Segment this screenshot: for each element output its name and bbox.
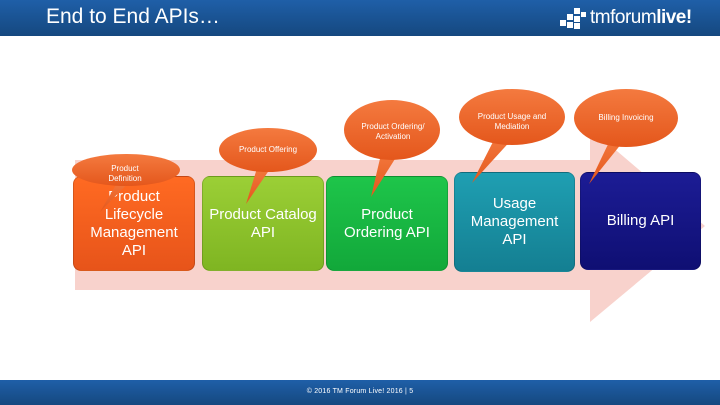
- api-box-usage-management: Usage Management API: [454, 172, 575, 272]
- footer-text: © 2016 TM Forum Live! 2016 | 5: [306, 388, 414, 395]
- api-box-billing: Billing API: [580, 172, 701, 270]
- callout-product-ordering-activation: [344, 100, 440, 197]
- tmforum-logo: tmforumlive!: [558, 6, 708, 30]
- tmforum-logo-text: tmforumlive!: [590, 7, 692, 28]
- slide-title: End to End APIs…: [46, 5, 220, 28]
- api-label: Usage Management API: [470, 195, 559, 248]
- api-label: Product Ordering API: [344, 205, 430, 241]
- tmforum-logo-mark-icon: [558, 6, 588, 30]
- api-box-product-lifecycle: Product Lifecycle Management API: [73, 176, 195, 271]
- callout-billing-invoicing: [574, 89, 678, 184]
- api-box-product-ordering: Product Ordering API: [326, 176, 448, 271]
- api-box-product-catalog: Product Catalog API: [202, 176, 324, 271]
- footer-bar: © 2016 TM Forum Live! 2016 | 5: [0, 380, 720, 405]
- callout-label: Product Usage and Mediation: [477, 112, 547, 131]
- api-label: Product Lifecycle Management API: [90, 187, 178, 259]
- callout-product-usage-mediation: [459, 89, 565, 183]
- api-label: Product Catalog API: [209, 205, 317, 241]
- callout-label: Product Offering: [238, 145, 298, 154]
- callout-product-offering: [219, 128, 317, 204]
- header-bar: End to End APIs… tmforumlive!: [0, 0, 720, 36]
- api-label: Billing API: [606, 212, 675, 229]
- callout-label: Product Ordering/Activation: [361, 122, 425, 141]
- callout-product-definition: [72, 154, 180, 212]
- callout-label: Product Definition: [108, 164, 142, 183]
- callout-label: Billing Invoicing: [598, 113, 654, 122]
